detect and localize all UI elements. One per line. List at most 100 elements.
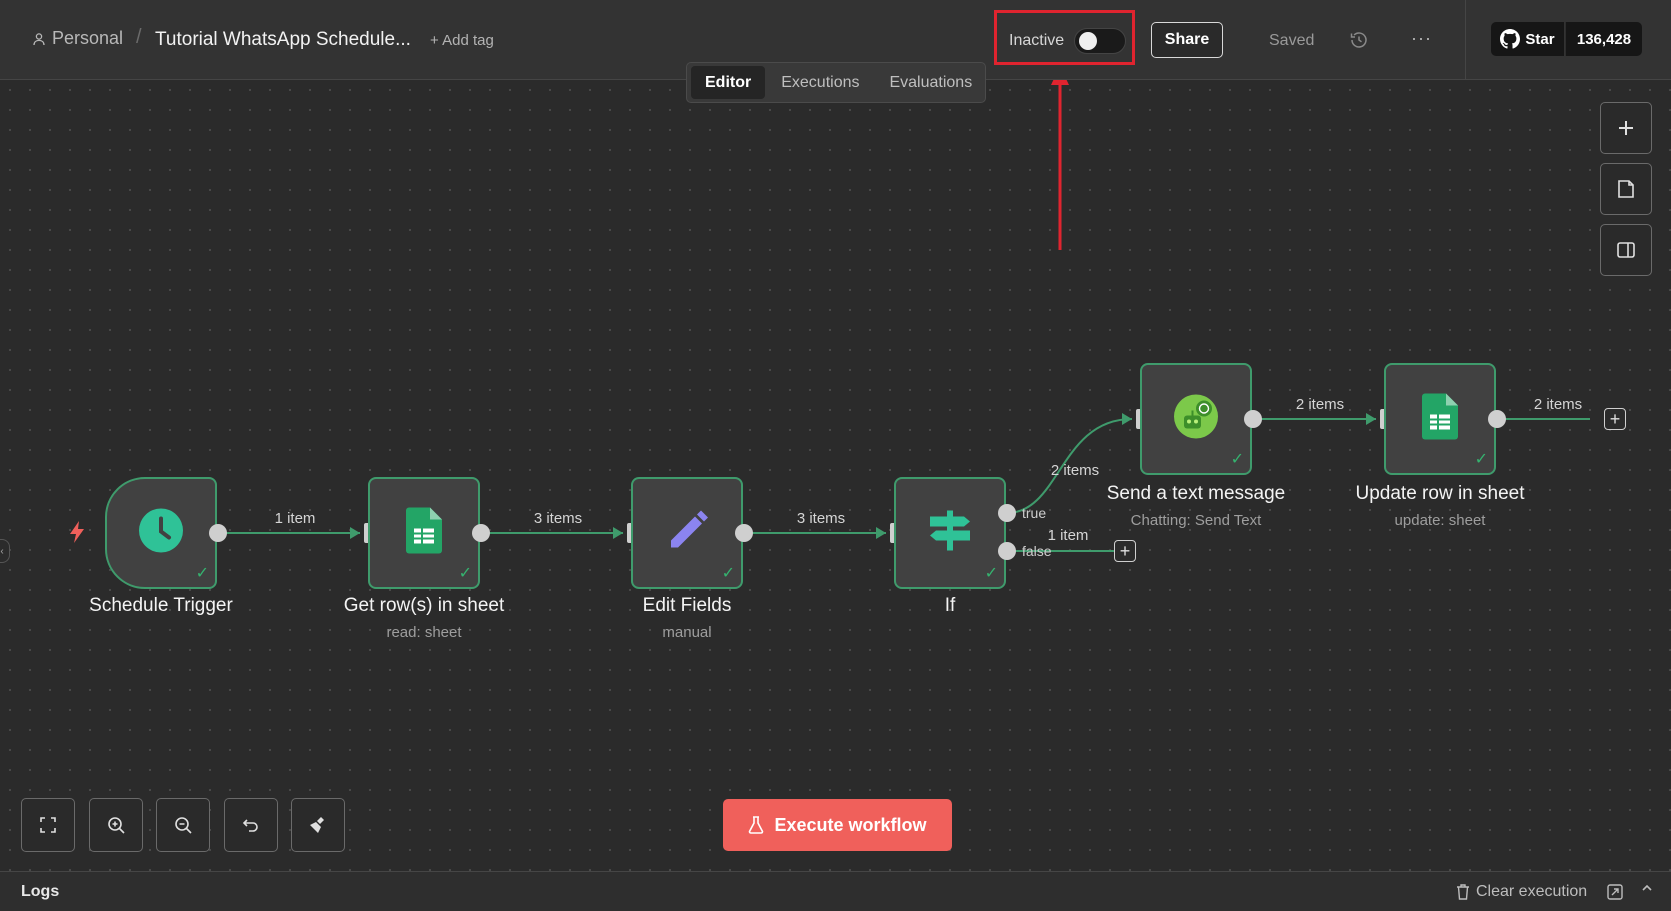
node-title: Edit Fields: [642, 595, 732, 616]
output-port[interactable]: [1488, 410, 1506, 428]
node-subtitle: update: sheet: [1394, 512, 1486, 529]
undo-button[interactable]: [224, 798, 278, 852]
edge-label: 2 items: [1533, 396, 1583, 413]
output-port-true[interactable]: [998, 504, 1016, 522]
view-tabs: Editor Executions Evaluations: [686, 62, 986, 103]
clock-icon: [137, 507, 185, 560]
user-icon: [33, 32, 45, 45]
tab-executions[interactable]: Executions: [781, 74, 860, 91]
edge-label: 2 items: [1295, 396, 1345, 413]
edge-label: 1 item: [1047, 527, 1089, 544]
node-title: Send a text message: [1106, 483, 1286, 504]
toggle-knob: [1079, 32, 1097, 50]
annotation-highlight-box: [994, 10, 1135, 65]
clear-execution-button[interactable]: Clear execution: [1456, 883, 1587, 901]
output-port[interactable]: [209, 524, 227, 542]
node-subtitle: read: sheet: [386, 624, 462, 641]
port-label-true: true: [1022, 505, 1047, 521]
signpost-icon: [926, 507, 974, 560]
node-title: Update row in sheet: [1355, 483, 1525, 504]
edge-label: 1 item: [274, 510, 316, 527]
annotation-arrow: [1051, 80, 1069, 250]
success-check-icon: ✓: [1474, 451, 1488, 468]
github-icon: [1500, 29, 1521, 49]
note-icon: [1618, 180, 1634, 198]
connections-layer: [218, 80, 1590, 552]
active-status-label: Inactive: [1009, 32, 1065, 49]
pencil-icon: [663, 507, 711, 560]
node-edit-fields[interactable]: ✓: [631, 477, 743, 589]
success-check-icon: ✓: [458, 565, 472, 582]
sticky-note-button[interactable]: [1600, 163, 1652, 215]
output-port-false[interactable]: [998, 542, 1016, 560]
plus-icon: [1619, 121, 1633, 135]
google-sheets-icon: [406, 507, 442, 559]
toggle-panel-button[interactable]: [1600, 224, 1652, 276]
execute-workflow-button[interactable]: Execute workflow: [723, 799, 952, 851]
node-title: Schedule Trigger: [89, 595, 233, 616]
breadcrumb-personal[interactable]: Personal: [32, 28, 123, 49]
breadcrumb-label: Personal: [52, 28, 124, 48]
logs-panel-bar[interactable]: Logs Clear execution: [0, 871, 1671, 911]
google-sheets-icon: [1422, 393, 1458, 445]
node-subtitle: Chatting: Send Text: [1130, 512, 1262, 529]
node-update-row[interactable]: ✓: [1384, 363, 1496, 475]
lightning-icon: [70, 521, 84, 543]
node-if[interactable]: ✓: [894, 477, 1006, 589]
trash-icon: [1457, 884, 1469, 900]
github-star-label: Star: [1525, 30, 1555, 48]
success-check-icon: ✓: [721, 565, 735, 582]
zoom-in-icon: [108, 817, 125, 834]
clear-execution-label: Clear execution: [1476, 883, 1588, 900]
tab-editor[interactable]: Editor: [691, 66, 766, 99]
active-toggle[interactable]: [1074, 28, 1126, 54]
node-subtitle: manual: [662, 624, 712, 641]
more-options-icon[interactable]: ···: [1411, 28, 1432, 48]
edge-label: 2 items: [1050, 462, 1100, 479]
node-title: Get row(s) in sheet: [343, 595, 505, 616]
github-star-button[interactable]: Star: [1491, 22, 1564, 56]
tab-evaluations[interactable]: Evaluations: [889, 74, 973, 91]
tidy-up-button[interactable]: [291, 798, 345, 852]
zoom-in-button[interactable]: [89, 798, 143, 852]
panel-icon: [1617, 242, 1635, 258]
output-port[interactable]: [1244, 410, 1262, 428]
edge-label: 3 items: [533, 510, 583, 527]
save-status: Saved: [1269, 32, 1315, 49]
output-port[interactable]: [472, 524, 490, 542]
node-send-text-message[interactable]: ✓: [1140, 363, 1252, 475]
undo-icon: [242, 819, 258, 832]
node-title: If: [944, 595, 956, 616]
broom-icon: [310, 817, 324, 833]
edge-if-send: [1006, 418, 1133, 514]
github-star-count[interactable]: 136,428: [1565, 22, 1642, 56]
workflow-canvas[interactable]: ‹ ✓ Schedul: [0, 80, 1671, 871]
fit-view-icon: [40, 817, 56, 833]
node-get-rows[interactable]: ✓: [368, 477, 480, 589]
success-check-icon: ✓: [195, 565, 209, 582]
breadcrumb-separator: /: [136, 26, 142, 48]
execute-workflow-label: Execute workflow: [774, 814, 927, 835]
zoom-out-icon: [175, 817, 192, 834]
history-icon[interactable]: [1348, 29, 1370, 51]
pop-out-logs-icon[interactable]: [1606, 883, 1624, 906]
header-divider: [1465, 0, 1466, 79]
add-node-end-button[interactable]: +: [1604, 408, 1626, 430]
success-check-icon: ✓: [1230, 451, 1244, 468]
port-label-false: false: [1022, 543, 1052, 559]
chevron-up-icon[interactable]: [1640, 881, 1654, 900]
zoom-out-button[interactable]: [156, 798, 210, 852]
add-node-false-branch-button[interactable]: +: [1114, 540, 1136, 562]
add-tag-button[interactable]: + Add tag: [430, 32, 494, 49]
output-port[interactable]: [735, 524, 753, 542]
logs-title: Logs: [21, 883, 60, 900]
workflow-name[interactable]: Tutorial WhatsApp Schedule...: [155, 29, 411, 50]
success-check-icon: ✓: [984, 565, 998, 582]
edge-label: 3 items: [796, 510, 846, 527]
node-schedule-trigger[interactable]: ✓: [105, 477, 217, 589]
share-button[interactable]: Share: [1151, 22, 1223, 58]
fit-view-button[interactable]: [21, 798, 75, 852]
add-node-button[interactable]: [1600, 102, 1652, 154]
whatsapp-bot-icon: [1173, 394, 1219, 445]
flask-icon: [749, 816, 764, 834]
